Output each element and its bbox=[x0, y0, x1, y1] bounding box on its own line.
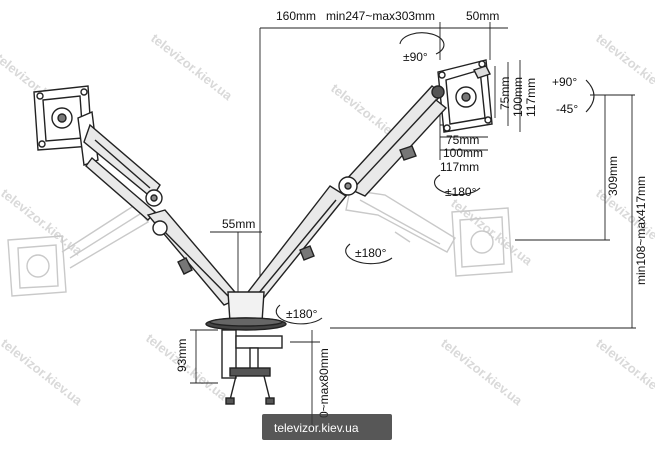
rot-tilt-plus: +90° bbox=[552, 75, 577, 89]
rotation-labels: ±90° +90° -45° ±180° ±180° ±180° bbox=[286, 50, 578, 321]
watermark: televizor.kiev.ua bbox=[593, 31, 655, 104]
dim-55mm: 55mm bbox=[222, 217, 255, 231]
dimension-lines bbox=[190, 22, 636, 430]
dimension-labels: 160mm min247~max303mm 50mm 55mm 309mm mi… bbox=[175, 9, 648, 418]
dim-height-range: min108~max417mm bbox=[634, 176, 648, 285]
footer-banner-text: televizor.kiev.ua bbox=[274, 421, 359, 435]
dim-vesa-h-75: 75mm bbox=[498, 77, 512, 110]
rot-tilt-minus: -45° bbox=[556, 102, 578, 116]
watermark: televizor.kiev.ua bbox=[148, 31, 236, 104]
right-arm bbox=[246, 85, 448, 301]
dim-160mm: 160mm bbox=[276, 9, 316, 23]
rot-pivot-right: ±180° bbox=[445, 185, 477, 199]
watermark: televizor.kiev.ua bbox=[593, 336, 655, 409]
footer-banner-bg bbox=[262, 414, 392, 440]
rotation-arrows bbox=[275, 32, 595, 325]
dim-clamp-range: 0~max80mm bbox=[317, 348, 331, 418]
dim-vesa-w-75: 75mm bbox=[446, 133, 479, 147]
rot-pivot-mid: ±180° bbox=[355, 246, 387, 260]
watermark: televizor.kiev.ua bbox=[0, 336, 86, 409]
left-vesa-plate bbox=[33, 85, 93, 151]
dim-vesa-w-117: 117mm bbox=[440, 160, 479, 174]
dim-50mm: 50mm bbox=[466, 9, 499, 23]
watermark: televizor.kiev.ua bbox=[438, 336, 526, 409]
right-vesa-plate bbox=[437, 59, 493, 133]
dim-309mm: 309mm bbox=[606, 156, 620, 196]
rot-pivot-base: ±180° bbox=[286, 307, 318, 321]
pole-and-clamp bbox=[205, 291, 287, 405]
ghost-right-arm bbox=[345, 189, 513, 277]
dim-vesa-h-100: 100mm bbox=[511, 77, 525, 117]
dim-93mm: 93mm bbox=[175, 339, 189, 372]
footer-banner: televizor.kiev.ua bbox=[262, 414, 392, 440]
dim-vesa-h-117: 117mm bbox=[524, 78, 538, 117]
left-arm bbox=[77, 110, 242, 306]
dim-vesa-w-100: 100mm bbox=[443, 146, 483, 160]
watermark: televizor.kiev.ua bbox=[0, 186, 86, 259]
rot-top-90: ±90° bbox=[403, 50, 428, 64]
dim-top-range: min247~max303mm bbox=[326, 9, 435, 23]
